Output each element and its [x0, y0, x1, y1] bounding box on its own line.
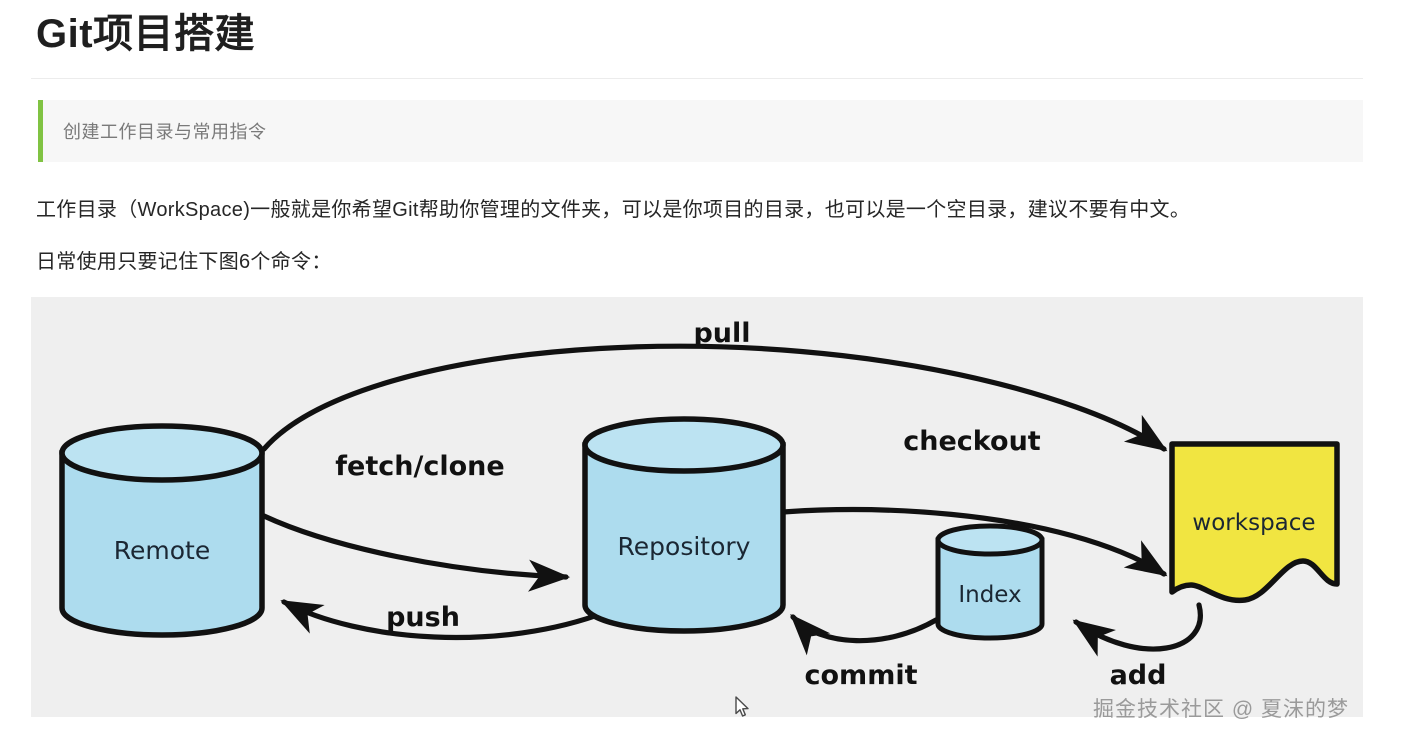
- edge-add: [1072, 602, 1203, 657]
- remote-cylinder-body: [59, 450, 265, 638]
- edge-label-pull: pull: [693, 318, 750, 349]
- remote-cylinder-top: [59, 423, 265, 483]
- index-label: Index: [958, 582, 1021, 608]
- workspace-label: workspace: [1192, 510, 1315, 536]
- git-diagram-panel: Remote Repository Index workspace pull f…: [31, 297, 1363, 717]
- repository-label: Repository: [618, 532, 751, 561]
- edge-commit: [790, 613, 939, 656]
- node-workspace: workspace: [1169, 441, 1340, 603]
- mouse-cursor-icon: [735, 696, 749, 717]
- workspace-sheet: [1169, 441, 1340, 603]
- edge-fetch-clone: [261, 513, 571, 592]
- index-cylinder-body: [935, 537, 1045, 641]
- node-repository: Repository: [582, 416, 786, 634]
- edge-label-commit: commit: [805, 660, 918, 691]
- git-flow-diagram: Remote Repository Index workspace pull f…: [59, 318, 1340, 691]
- page-title: Git项目搭建: [36, 12, 256, 56]
- edge-push: [280, 599, 609, 641]
- paragraph-commands-intro: 日常使用只要记住下图6个命令：: [36, 251, 332, 273]
- callout-block: 创建工作目录与常用指令: [38, 100, 1363, 162]
- edge-label-checkout: checkout: [903, 426, 1041, 457]
- remote-label: Remote: [114, 536, 210, 565]
- paragraph-workspace-description: 工作目录（WorkSpace)一般就是你希望Git帮助你管理的文件夹，可以是你项…: [36, 199, 1191, 221]
- edge-checkout: [780, 507, 1168, 577]
- edge-pull: [261, 343, 1168, 452]
- node-remote: Remote: [59, 423, 265, 638]
- index-cylinder-top: [935, 523, 1045, 557]
- node-index: Index: [935, 523, 1045, 641]
- title-divider: [31, 78, 1363, 79]
- watermark: 掘金技术社区 @ 夏沫的梦: [1093, 698, 1349, 721]
- edge-label-add: add: [1110, 660, 1167, 691]
- edge-label-fetch-clone: fetch/clone: [335, 451, 504, 482]
- edge-label-push: push: [386, 602, 460, 633]
- repository-cylinder-top: [582, 416, 786, 474]
- repository-cylinder-body: [582, 442, 786, 634]
- callout-text: 创建工作目录与常用指令: [63, 122, 267, 142]
